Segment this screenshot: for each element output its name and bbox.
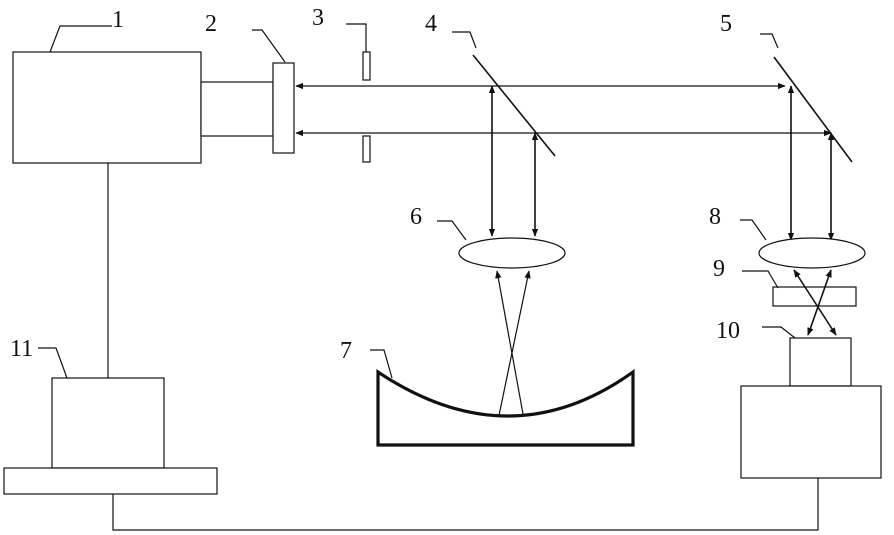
component-10-detector — [741, 338, 881, 478]
label-9: 9 — [713, 256, 725, 282]
label-4: 4 — [425, 11, 437, 37]
component-11-stage — [4, 378, 217, 494]
component-5-beam-splitter — [774, 57, 852, 162]
label-7: 7 — [340, 338, 352, 364]
label-11: 11 — [10, 336, 33, 362]
component-1-source — [13, 52, 273, 163]
component-3-aperture — [363, 52, 370, 162]
label-1: 1 — [112, 7, 124, 33]
label-2: 2 — [205, 11, 217, 37]
label-10: 10 — [716, 318, 740, 344]
label-6: 6 — [410, 204, 422, 230]
label-8: 8 — [709, 204, 721, 230]
focus-rays-6-7 — [497, 271, 529, 425]
component-4-beam-splitter — [473, 55, 555, 156]
component-2-block — [273, 63, 294, 153]
label-5: 5 — [720, 11, 732, 37]
component-8-lens — [759, 238, 865, 268]
label-3: 3 — [312, 5, 324, 31]
component-6-lens — [459, 238, 565, 268]
beam-paths — [296, 86, 831, 240]
